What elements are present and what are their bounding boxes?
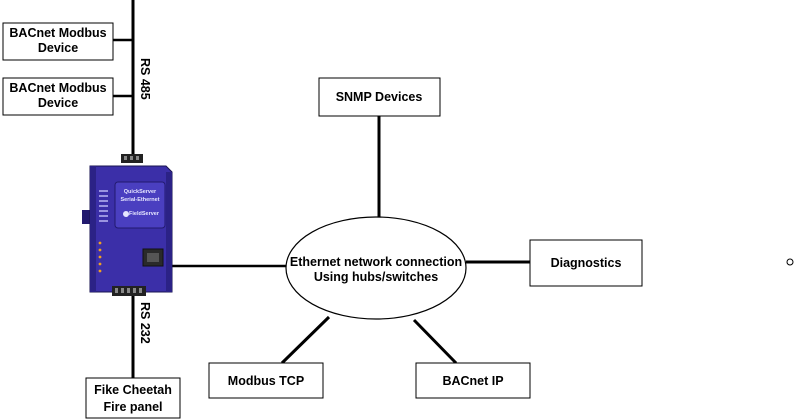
rs232-label: RS 232 xyxy=(138,302,152,344)
rs485-device-2-line1: BACnet Modbus xyxy=(9,81,106,95)
rs485-device-1-line2: Device xyxy=(38,41,78,55)
led-icon xyxy=(98,241,102,245)
diagnostics-label: Diagnostics xyxy=(551,256,622,270)
led-icon xyxy=(98,248,102,252)
modbus-tcp-node: Modbus TCP xyxy=(208,362,324,399)
status-led-strip xyxy=(99,190,108,222)
mounting-tab-left xyxy=(82,210,90,224)
network-line1: Ethernet network connection xyxy=(290,255,462,269)
led-icon xyxy=(98,262,102,266)
fieldserver-logo-icon xyxy=(123,211,129,217)
snmp-devices-label: SNMP Devices xyxy=(336,90,423,104)
rs485-device-2: BACnet Modbus Device xyxy=(2,77,114,116)
bacnet-ip-node: BACnet IP xyxy=(415,362,531,399)
modbus-tcp-link xyxy=(280,315,331,365)
diagnostics-node: Diagnostics xyxy=(529,239,643,287)
rs485-label: RS 485 xyxy=(138,58,152,100)
modbus-tcp-label: Modbus TCP xyxy=(228,374,304,388)
snmp-devices-node: SNMP Devices xyxy=(318,77,441,117)
fire-panel-node: Fike Cheetah Fire panel xyxy=(85,377,181,419)
rs485-device-1: BACnet Modbus Device xyxy=(2,22,114,61)
led-icon xyxy=(98,269,102,273)
led-icon xyxy=(98,255,102,259)
fire-panel-line2: Fire panel xyxy=(103,400,162,414)
ethernet-network-node: Ethernet network connection Using hubs/s… xyxy=(285,216,467,320)
rs485-device-2-line2: Device xyxy=(38,96,78,110)
gateway-brand: FieldServer xyxy=(129,211,160,217)
bacnet-ip-label: BACnet IP xyxy=(442,374,503,388)
bacnet-ip-link xyxy=(412,318,458,365)
fire-panel-line1: Fike Cheetah xyxy=(94,383,172,397)
rs485-device-1-line1: BACnet Modbus xyxy=(9,26,106,40)
network-line2: Using hubs/switches xyxy=(314,270,438,284)
gateway-name: QuickServer xyxy=(124,189,157,195)
quickserver-gateway: QuickServer Serial-Ethernet FieldServer xyxy=(82,154,173,296)
gateway-subtitle: Serial-Ethernet xyxy=(120,197,159,203)
small-circle-icon xyxy=(786,258,794,266)
